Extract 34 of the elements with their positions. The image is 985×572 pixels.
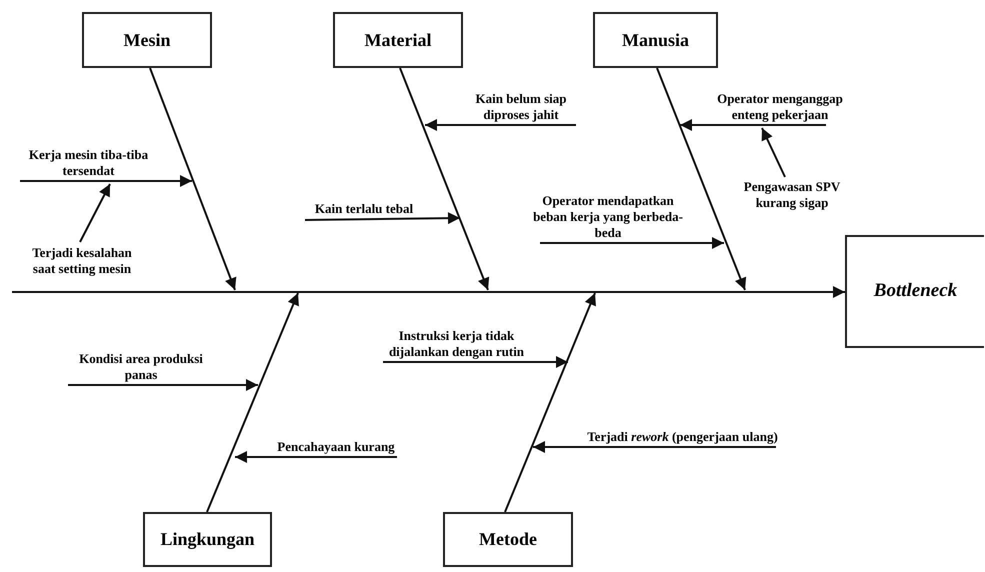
arrow: [304, 212, 460, 224]
cause-label: Operator menganggap enteng pekerjaan: [715, 88, 845, 128]
cause-label: Pencahayaan kurang: [272, 436, 400, 460]
arrow: [425, 119, 576, 131]
category-box: Metode: [443, 512, 573, 567]
category-box: Material: [333, 12, 463, 68]
arrow: [533, 441, 776, 453]
cause-label: Kain belum siap diproses jahit: [462, 88, 580, 128]
effect-box: Bottleneck: [845, 235, 984, 348]
arrow: [206, 292, 299, 512]
arrow: [504, 292, 596, 512]
arrow: [656, 68, 746, 290]
cause-label: Instruksi kerja tidak dijalankan dengan rutin: [380, 325, 533, 365]
arrow: [399, 68, 490, 290]
category-box: Lingkungan: [143, 512, 272, 567]
arrow: [12, 286, 845, 298]
cause-label: Kerja mesin tiba-tiba tersendat: [20, 144, 157, 184]
arrow: [680, 119, 826, 131]
arrow: [68, 379, 258, 391]
cause-label: Kondisi area produksi panas: [66, 348, 216, 388]
arrow: [149, 68, 236, 290]
arrow: [761, 128, 786, 178]
category-box: Mesin: [82, 12, 212, 68]
cause-label: Terjadi kesalahan saat setting mesin: [22, 242, 142, 280]
cause-label: Kain terlalu tebal: [303, 198, 425, 222]
cause-label: Terjadi rework (pengerjaan ulang): [585, 410, 780, 450]
cause-label: Pengawasan SPV kurang sigap: [735, 177, 849, 213]
arrow: [235, 451, 397, 463]
category-box: Manusia: [593, 12, 718, 68]
arrow: [20, 175, 192, 187]
arrow: [383, 356, 568, 368]
arrow: [79, 184, 111, 242]
cause-label: Operator mendapatkan beban kerja yang berbeda-beda: [528, 190, 688, 246]
arrow: [540, 237, 724, 249]
